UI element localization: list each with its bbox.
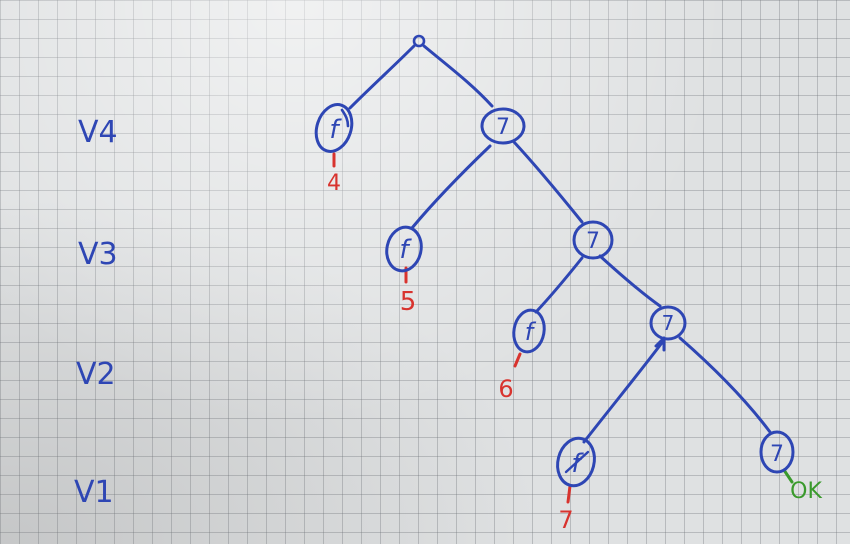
node-l4-right: 7 xyxy=(480,107,526,145)
svg-text:7: 7 xyxy=(770,442,784,467)
result-ok: OK xyxy=(790,479,822,504)
edge-l2-right-l1-right xyxy=(678,336,772,434)
level-label-v2: V2 xyxy=(76,357,116,392)
tree-edges xyxy=(348,44,772,444)
result-7: 7 xyxy=(558,506,573,534)
svg-text:f: f xyxy=(399,235,412,265)
edge-l3-right-l2-left xyxy=(534,256,584,314)
level-labels: V4 V3 V2 V1 xyxy=(74,115,118,510)
edge-l4-right-l3-right xyxy=(512,140,584,224)
edge-l3-right-l2-right xyxy=(598,254,662,308)
level-label-v1: V1 xyxy=(74,475,114,510)
svg-text:f: f xyxy=(525,318,537,346)
tick-7 xyxy=(566,484,572,504)
tree-nodes: f 7 f 7 f 7 f 7 xyxy=(314,34,795,488)
edge-l4-right-l3-left xyxy=(410,144,492,230)
svg-text:7: 7 xyxy=(662,311,675,335)
node-l2-right: 7 xyxy=(649,305,687,341)
svg-text:7: 7 xyxy=(586,229,600,254)
edge-root-l4-right xyxy=(422,44,494,108)
edge-l2-right-l1-left xyxy=(582,338,666,444)
tick-ok xyxy=(782,468,794,484)
result-6: 6 xyxy=(498,375,513,403)
tick-6 xyxy=(513,352,522,368)
node-root xyxy=(412,34,426,48)
edge-root-l4-left xyxy=(348,44,416,110)
svg-text:f: f xyxy=(329,115,342,145)
node-l2-left: f xyxy=(512,308,546,354)
result-5: 5 xyxy=(400,287,417,317)
node-l3-right: 7 xyxy=(572,220,614,260)
result-4: 4 xyxy=(327,171,341,196)
node-l3-left: f xyxy=(385,225,423,273)
leaf-results: 4 5 6 7 OK xyxy=(327,171,822,534)
level-label-v4: V4 xyxy=(78,115,118,150)
svg-text:7: 7 xyxy=(496,115,510,140)
node-l1-left: f xyxy=(556,436,596,488)
node-l1-right: 7 xyxy=(759,430,795,474)
level-label-v3: V3 xyxy=(78,237,118,272)
